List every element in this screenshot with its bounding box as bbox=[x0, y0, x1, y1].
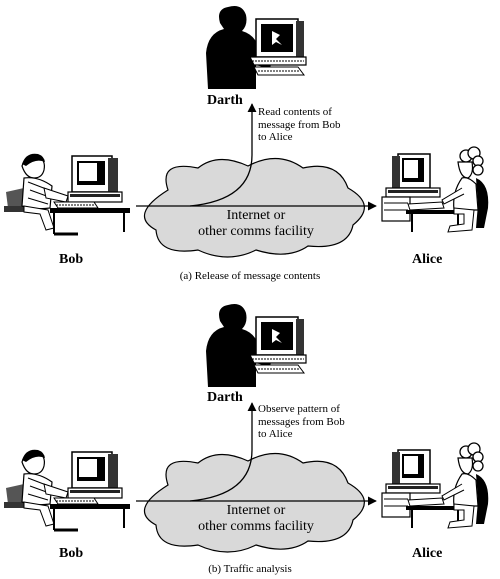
panel-caption: (a) Release of message contents bbox=[179, 270, 321, 282]
cloud-label-line: Internet or bbox=[226, 503, 286, 518]
panel-b bbox=[2, 303, 490, 553]
alice-computer-illustration bbox=[381, 442, 490, 529]
cloud-label-line: other comms facility bbox=[198, 224, 314, 240]
intercept-arrow bbox=[189, 103, 257, 207]
note-line: message from Bob bbox=[258, 118, 341, 131]
observe-arrow bbox=[189, 402, 257, 502]
note-line: Read contents of bbox=[258, 106, 332, 118]
alice-label: Alice bbox=[412, 252, 443, 267]
panel-a bbox=[2, 5, 490, 258]
cloud-label-line: Internet or bbox=[226, 208, 286, 223]
darth-label: Darth bbox=[207, 390, 243, 405]
note-line: to Alice bbox=[258, 131, 293, 144]
bob-computer-illustration bbox=[2, 152, 132, 236]
cloud-label-line: other comms facility bbox=[198, 519, 314, 535]
bob-label: Bob bbox=[59, 546, 84, 561]
darth-computer-illustration bbox=[205, 5, 307, 90]
alice-computer-illustration bbox=[381, 146, 490, 233]
darth-action-note: Read contents of message from Bob to Ali… bbox=[258, 106, 388, 144]
darth-action-note: Observe pattern of messages from Bob to … bbox=[258, 403, 388, 441]
darth-computer-illustration bbox=[205, 303, 307, 388]
bob-label: Bob bbox=[59, 252, 84, 267]
alice-label: Alice bbox=[412, 546, 443, 561]
bob-computer-illustration bbox=[2, 448, 132, 532]
panel-caption: (b) Traffic analysis bbox=[208, 563, 292, 575]
note-line: to Alice bbox=[258, 428, 293, 441]
note-line: messages from Bob bbox=[258, 415, 345, 428]
darth-label: Darth bbox=[207, 93, 243, 108]
cloud-label: Internet or other comms facility bbox=[186, 208, 326, 240]
note-line: Observe pattern of bbox=[258, 403, 340, 415]
cloud-label: Internet or other comms facility bbox=[186, 503, 326, 535]
